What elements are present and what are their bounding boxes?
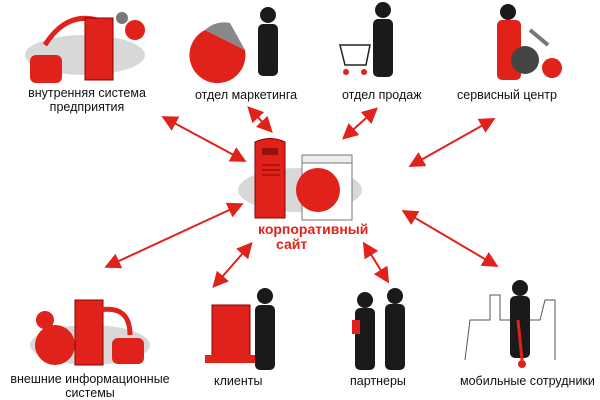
partners-illustration: [352, 288, 405, 370]
service-center-label: сервисный центр: [457, 88, 557, 102]
arrow-sales: [342, 107, 378, 140]
marketing-label: отдел маркетинга: [195, 88, 298, 102]
arrow-external: [104, 202, 244, 269]
corporate-site-illustration: [238, 138, 362, 221]
sales-label: отдел продаж: [342, 88, 422, 102]
internal-system-label-line1: внутренняя система: [28, 86, 146, 100]
mobile-staff-label: мобильные сотрудники: [460, 374, 595, 388]
external-systems-label-line1: внешние информационные: [10, 372, 170, 386]
arrow-mobile: [401, 209, 499, 268]
arrow-service: [408, 118, 496, 167]
arrow-marketing: [247, 106, 273, 133]
arrow-partners: [362, 241, 390, 284]
external-systems-label-line2: системы: [65, 386, 115, 400]
clients-illustration: [205, 288, 275, 370]
external-systems-illustration: [30, 299, 150, 366]
internal-system-label: внутренняя система предприятия: [2, 86, 172, 114]
clients-label: клиенты: [214, 374, 263, 388]
marketing-illustration: [189, 7, 278, 84]
corporate-site-label-line2: сайт: [276, 236, 308, 252]
partners-label: партнеры: [350, 374, 406, 388]
corporate-site-label-line1: корпоративный: [258, 221, 369, 237]
sales-illustration: [339, 2, 393, 77]
mobile-staff-illustration: [464, 280, 556, 368]
arrow-internal: [161, 116, 247, 162]
internal-system-illustration: [25, 12, 145, 83]
service-center-illustration: [497, 4, 562, 80]
arrow-clients: [212, 241, 253, 289]
external-systems-label: внешние информационные системы: [0, 372, 180, 400]
corporate-site-label: корпоративный сайт: [258, 222, 368, 252]
internal-system-label-line2: предприятия: [49, 100, 125, 114]
